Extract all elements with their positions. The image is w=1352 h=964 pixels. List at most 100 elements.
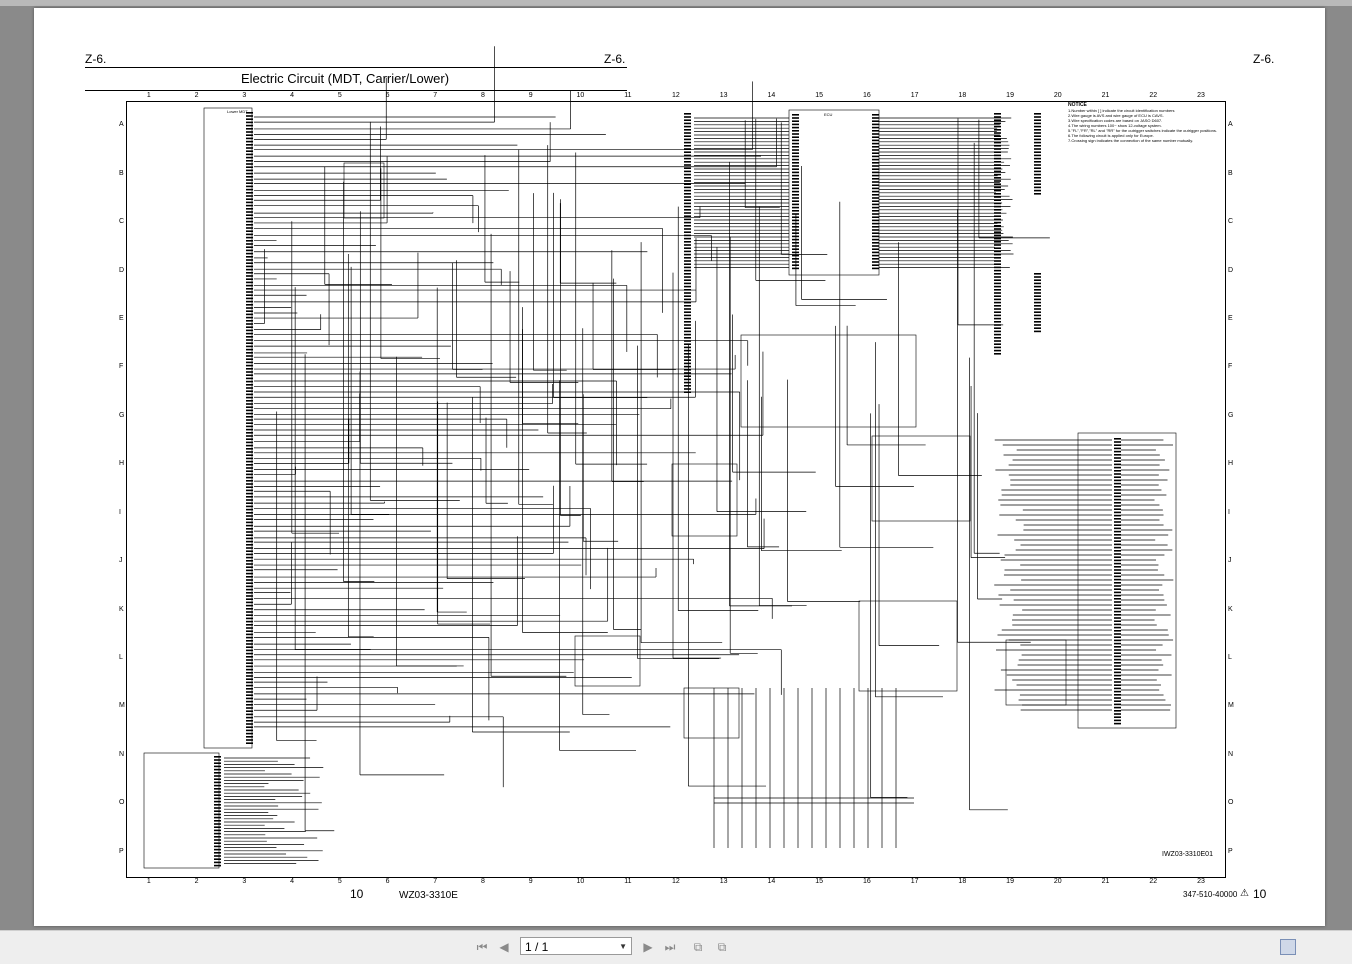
ecu-terminal — [792, 254, 799, 257]
connector-terminal — [1114, 476, 1121, 478]
harness-terminal — [994, 225, 1001, 227]
harness-terminal — [1034, 129, 1041, 131]
page-number-select[interactable]: 1 / 1 ▼ — [520, 937, 632, 955]
rotate-right-icon[interactable]: ⧉ — [717, 940, 727, 954]
mdt-terminal — [246, 742, 253, 744]
column-number: 21 — [1101, 92, 1110, 99]
column-number: 14 — [767, 92, 776, 99]
mdt-terminal — [246, 112, 253, 114]
harness-terminal — [684, 362, 691, 365]
connector-terminal — [1114, 508, 1121, 510]
harness-terminal — [994, 167, 1001, 169]
mdt-terminal — [246, 364, 253, 367]
mdt-terminal — [246, 425, 253, 428]
mdt-terminal — [246, 569, 253, 572]
connector-terminal — [1114, 588, 1121, 590]
harness-terminal — [994, 183, 1001, 185]
ecu-terminal — [792, 149, 799, 151]
mdt-terminal — [246, 675, 253, 677]
single-page-view-icon[interactable] — [1280, 939, 1296, 955]
harness-terminal — [684, 119, 691, 121]
last-page-icon[interactable]: ⏭ — [664, 940, 676, 954]
ecu-terminal — [872, 114, 879, 116]
mdt-terminal — [246, 115, 253, 117]
mdt-terminal — [246, 371, 253, 373]
connector-terminal — [214, 820, 221, 822]
next-page-icon[interactable]: ▶ — [643, 940, 653, 954]
connector-terminal — [1114, 537, 1121, 539]
column-number: 20 — [1053, 92, 1062, 99]
mdt-terminal — [246, 204, 253, 207]
mdt-terminal — [246, 172, 253, 175]
harness-terminal — [684, 161, 691, 163]
ecu-terminal — [792, 251, 799, 254]
harness-terminal — [684, 196, 691, 198]
harness-terminal — [994, 180, 1001, 182]
harness-terminal — [684, 151, 691, 153]
mdt-terminal — [246, 668, 253, 671]
prev-page-icon[interactable]: ◀ — [499, 940, 509, 954]
sub-assembly-box — [671, 463, 738, 537]
ecu-terminal — [872, 254, 879, 257]
mdt-terminal — [246, 243, 253, 245]
facing-view-icon[interactable] — [1328, 939, 1344, 955]
connector-terminal — [1114, 441, 1121, 443]
connector-terminal — [1114, 530, 1121, 533]
row-letter: O — [1228, 799, 1234, 807]
ecu-terminal — [792, 114, 799, 116]
mdt-terminal — [246, 150, 253, 152]
first-page-icon[interactable]: ⏮ — [476, 940, 488, 954]
mdt-terminal — [246, 684, 253, 687]
mdt-terminal — [246, 192, 253, 194]
title-rule — [85, 90, 627, 91]
column-number: 8 — [481, 878, 485, 885]
mdt-terminal — [246, 528, 253, 530]
mdt-terminal — [246, 300, 253, 303]
warning-triangle-icon: ⚠ — [1240, 888, 1249, 899]
mdt-terminal — [246, 419, 253, 421]
connector-terminal — [214, 765, 221, 768]
connector-terminal — [1114, 473, 1121, 475]
column-number: 17 — [910, 878, 919, 885]
mdt-terminal — [246, 272, 253, 274]
mdt-terminal — [246, 409, 253, 412]
harness-terminal — [1034, 279, 1041, 281]
connector-terminal — [1114, 636, 1121, 638]
column-number: 8 — [481, 92, 485, 99]
mdt-terminal — [246, 531, 253, 533]
connector-terminal — [1114, 700, 1121, 702]
harness-terminal — [994, 116, 1001, 118]
harness-terminal — [684, 298, 691, 301]
mdt-terminal — [246, 502, 253, 504]
connector-terminal — [1114, 687, 1121, 690]
mdt-terminal — [246, 665, 253, 668]
rotate-left-icon[interactable]: ⧉ — [693, 940, 703, 954]
harness-terminal — [684, 266, 691, 269]
ecu-terminal — [792, 126, 799, 129]
mdt-terminal — [246, 390, 253, 392]
connector-terminal — [214, 839, 221, 841]
ecu-terminal — [792, 174, 799, 177]
row-letter: A — [1228, 121, 1233, 129]
harness-terminal — [684, 170, 691, 173]
harness-terminal — [684, 250, 691, 253]
connector-terminal — [214, 823, 221, 825]
harness-terminal — [1034, 314, 1041, 317]
mdt-terminal — [246, 704, 253, 706]
ecu-terminal — [792, 267, 799, 270]
harness-terminal — [994, 189, 1001, 192]
harness-terminal — [684, 285, 691, 288]
continuous-view-icon[interactable] — [1304, 939, 1320, 955]
row-letter: C — [119, 218, 125, 226]
connector-terminal — [1114, 569, 1121, 571]
section-label-mid: Z-6. — [604, 52, 626, 66]
mdt-terminal — [246, 313, 253, 316]
mdt-terminal — [246, 121, 253, 124]
ecu-terminal — [872, 248, 879, 250]
harness-terminal — [684, 228, 691, 230]
mdt-terminal — [246, 291, 253, 293]
mdt-terminal — [246, 403, 253, 405]
connector-terminal — [214, 784, 221, 787]
ecu-terminal — [872, 162, 879, 164]
column-number: 22 — [1149, 92, 1158, 99]
